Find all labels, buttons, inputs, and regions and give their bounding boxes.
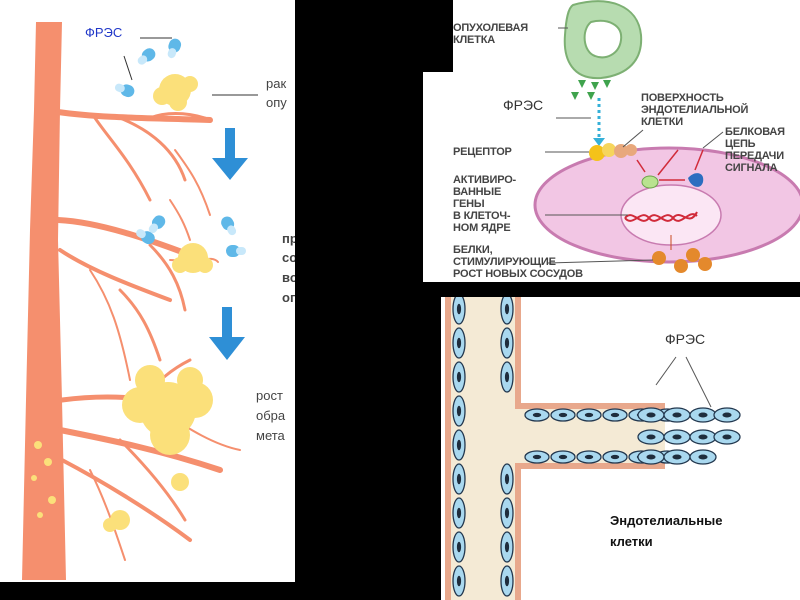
cell-nucleus-dot bbox=[722, 412, 732, 418]
tumor-cell-label-1: ОПУХОЛЕВАЯ bbox=[453, 22, 528, 34]
growth-proteins bbox=[652, 248, 712, 273]
cell-nucleus-dot bbox=[504, 575, 510, 587]
protein-chain-label-2: ЦЕПЬ bbox=[725, 138, 756, 150]
cell-nucleus-dot bbox=[698, 454, 708, 460]
surface-label-2: ЭНДОТЕЛИАЛЬНОЙ bbox=[641, 104, 749, 116]
endothelial-label-1: Эндотелиальные bbox=[610, 513, 723, 528]
angiogenesis-stages-panel: ФРЭС рак опу пр со во ог рост обра мета bbox=[0, 0, 295, 582]
cell-nucleus-dot bbox=[584, 412, 594, 418]
sprout-tip-cells bbox=[637, 407, 741, 465]
surface-label-3: КЛЕТКИ bbox=[641, 116, 683, 128]
cell-nucleus-dot bbox=[672, 454, 682, 460]
cell-nucleus-dot bbox=[504, 507, 510, 519]
protein-chain-label-3: ПЕРЕДАЧИ bbox=[725, 150, 784, 162]
caption2-line1: пр bbox=[282, 231, 295, 246]
genes-label-1: АКТИВИРО- bbox=[453, 174, 517, 186]
signal-arrows bbox=[636, 149, 704, 181]
down-arrow-1 bbox=[212, 128, 248, 180]
vessel-cells-left bbox=[452, 297, 466, 597]
cell-nucleus-dot bbox=[504, 371, 510, 383]
caption3-line1: рост bbox=[256, 388, 283, 403]
fres-particles-stage2 bbox=[136, 215, 246, 257]
caption3-line3: мета bbox=[256, 428, 285, 443]
fres-triangles bbox=[571, 80, 611, 100]
fres-pointer bbox=[123, 37, 172, 81]
proteins-label-2: СТИМУЛИРУЮЩИЕ bbox=[453, 256, 556, 268]
cell-nucleus-dot bbox=[558, 412, 568, 418]
tumor-cell-nucleus bbox=[583, 20, 623, 59]
sprout-illustration bbox=[445, 297, 741, 600]
cell-nucleus-dot bbox=[610, 412, 620, 418]
fres-label-top: ФРЭС bbox=[503, 97, 544, 113]
cell-nucleus-dot bbox=[504, 473, 510, 485]
receptor-label: РЕЦЕПТОР bbox=[453, 146, 512, 158]
caption1-line1: рак bbox=[266, 76, 287, 91]
cell-nucleus-dot bbox=[456, 507, 462, 519]
vessel-cells-right bbox=[500, 297, 514, 597]
caption1-line2: опу bbox=[266, 95, 287, 110]
cell-nucleus-dot bbox=[456, 439, 462, 451]
cell-nucleus-dot bbox=[456, 473, 462, 485]
genes-label-3: ГЕНЫ bbox=[453, 198, 485, 210]
main-vessel bbox=[22, 22, 66, 580]
signaling-illustration bbox=[533, 0, 800, 273]
signaling-diagram-panel: ОПУХОЛЕВАЯ КЛЕТКА ФРЭС ПОВЕРХНОСТЬ ЭНДОТ… bbox=[423, 0, 800, 282]
tumor-medium bbox=[172, 243, 213, 273]
fres-particles-stage1 bbox=[114, 38, 182, 98]
cell-nucleus-dot bbox=[504, 337, 510, 349]
tumor-large bbox=[103, 365, 213, 532]
signal-protein-blue bbox=[688, 173, 704, 187]
caption2-line4: ог bbox=[282, 290, 295, 305]
protein-chain-label-4: СИГНАЛА bbox=[725, 162, 778, 174]
cell-nucleus-dot bbox=[698, 434, 708, 440]
down-arrow-2 bbox=[209, 307, 245, 360]
cell-nucleus-dot bbox=[532, 412, 542, 418]
cell-nucleus-dot bbox=[558, 454, 568, 460]
caption3-line2: обра bbox=[256, 408, 286, 423]
signal-protein-green bbox=[641, 175, 659, 189]
proteins-label-3: РОСТ НОВЫХ СОСУДОВ bbox=[453, 268, 583, 280]
branches-stage1 bbox=[55, 109, 213, 241]
receptor bbox=[589, 143, 637, 161]
cell-nucleus-dot bbox=[646, 454, 656, 460]
genes-label-5: НОМ ЯДРЕ bbox=[453, 222, 511, 234]
surface-label-1: ПОВЕРХНОСТЬ bbox=[641, 92, 724, 104]
cell-nucleus-dot bbox=[672, 412, 682, 418]
genes-label-2: ВАННЫЕ bbox=[453, 186, 502, 198]
tumor-cell-label-2: КЛЕТКА bbox=[453, 34, 495, 46]
proteins-label-1: БЕЛКИ, bbox=[453, 244, 493, 256]
cell-nucleus-dot bbox=[532, 454, 542, 460]
cell-nucleus-dot bbox=[504, 303, 510, 315]
cell-nucleus-dot bbox=[504, 541, 510, 553]
cell-nucleus-dot bbox=[722, 434, 732, 440]
endothelial-label-2: клетки bbox=[610, 534, 653, 549]
vessel-sprouting-panel: ФРЭС Эндотелиальные клетки bbox=[441, 297, 800, 600]
caption2-line2: со bbox=[282, 250, 295, 265]
cell-nucleus-dot bbox=[698, 412, 708, 418]
cell-nucleus-dot bbox=[456, 541, 462, 553]
caption2-line3: во bbox=[282, 270, 295, 285]
metastatic-cells bbox=[31, 441, 56, 518]
cell-nucleus-dot bbox=[456, 371, 462, 383]
fres-label-bottom: ФРЭС bbox=[665, 331, 706, 347]
fres-pointers bbox=[655, 356, 712, 408]
cell-nucleus-dot bbox=[584, 454, 594, 460]
cell-nucleus-dot bbox=[456, 303, 462, 315]
cell-nucleus-dot bbox=[456, 575, 462, 587]
cell-nucleus-dot bbox=[456, 405, 462, 417]
genes-label-4: В КЛЕТОЧ- bbox=[453, 210, 511, 222]
cell-nucleus-dot bbox=[456, 337, 462, 349]
mask-block bbox=[423, 0, 453, 72]
protein-chain-label-1: БЕЛКОВАЯ bbox=[725, 126, 785, 138]
fres-label: ФРЭС bbox=[85, 25, 123, 40]
cell-nucleus-dot bbox=[610, 454, 620, 460]
cell-nucleus-dot bbox=[646, 434, 656, 440]
cell-nucleus-dot bbox=[646, 412, 656, 418]
cell-nucleus-dot bbox=[672, 434, 682, 440]
tumor-small bbox=[153, 74, 198, 111]
vessel-illustration bbox=[22, 22, 258, 580]
label-pointers bbox=[545, 27, 724, 264]
